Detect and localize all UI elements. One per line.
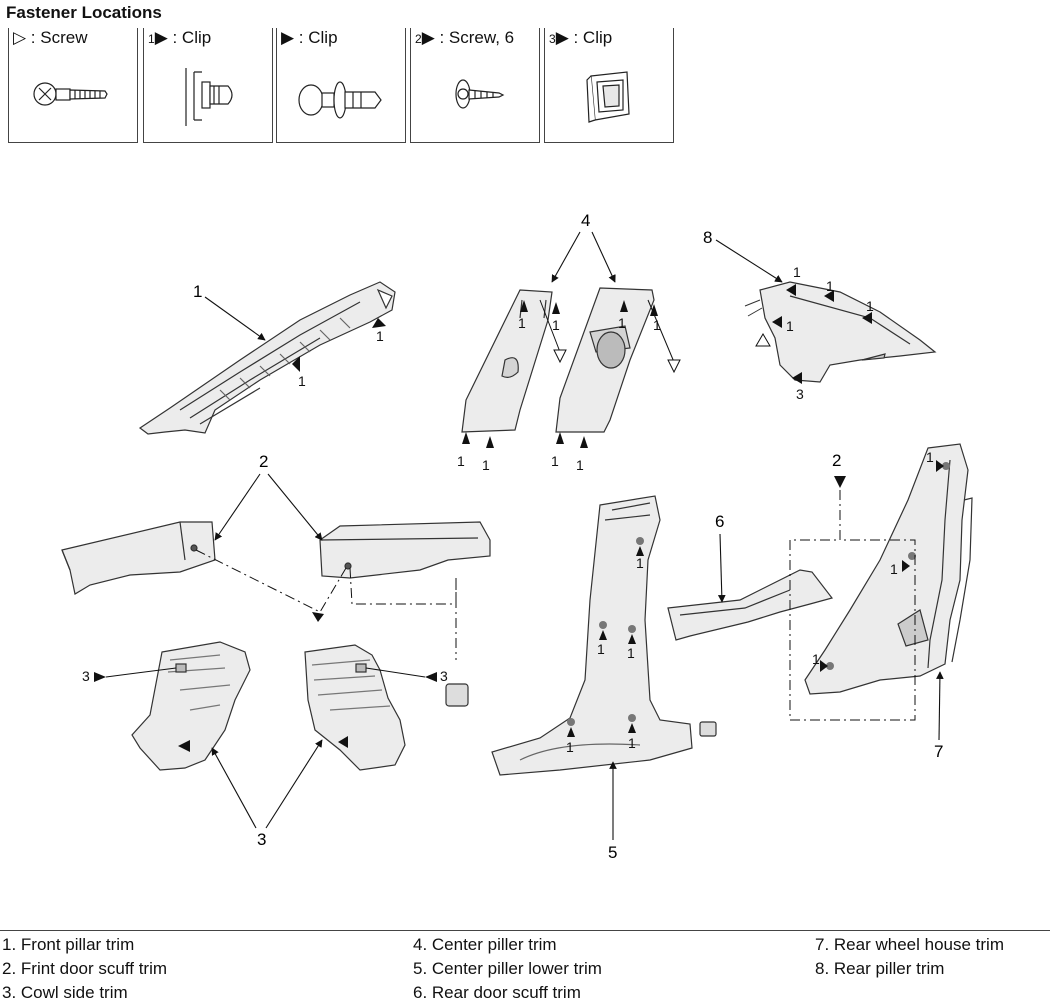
- part-item: 3. Cowl side trim: [2, 983, 128, 1002]
- svg-text:5: 5: [608, 843, 617, 862]
- part-item: 4. Center piller trim: [413, 935, 557, 954]
- callout-3-cowl-side: 3: [211, 739, 323, 849]
- svg-text:1: 1: [576, 457, 584, 473]
- svg-text:2: 2: [259, 452, 268, 471]
- callout-7-rear-wheel-house: 7: [934, 671, 944, 761]
- svg-text:1: 1: [376, 328, 384, 344]
- svg-text:1: 1: [566, 739, 574, 755]
- parts-list-column-1: 1. Front pillar trim 2. Frint door scuff…: [2, 933, 167, 1005]
- screw-icon: [33, 82, 108, 106]
- svg-text:7: 7: [934, 742, 943, 761]
- svg-text:1: 1: [482, 457, 490, 473]
- svg-text:1: 1: [551, 453, 559, 469]
- clip-in-panel-icon: [185, 68, 233, 126]
- legend-cell-screw: ▷ : Screw: [8, 28, 138, 143]
- center-pillar-trim: [461, 287, 655, 433]
- part-item: 7. Rear wheel house trim: [815, 935, 1004, 954]
- part-item: 1. Front pillar trim: [2, 935, 135, 954]
- clip-markers-front-pillar: 1 1: [292, 318, 386, 389]
- svg-text:1: 1: [298, 373, 306, 389]
- clip-markers-center-pillar-lower: 1 1 1 1 1: [566, 537, 644, 755]
- svg-text:1: 1: [812, 651, 820, 667]
- clip-symbol-icon: ▶: [421, 28, 435, 47]
- rear-door-scuff-trim: [667, 569, 834, 641]
- parts-list-column-3: 7. Rear wheel house trim 8. Rear piller …: [815, 933, 1004, 981]
- clip-symbol-icon: ▶: [281, 28, 295, 47]
- clip-markers-cowl-side: 3 3: [82, 667, 448, 752]
- svg-text:1: 1: [518, 315, 526, 331]
- callout-1-front-pillar: 1: [193, 282, 266, 341]
- callout-8-rear-pillar: 8: [703, 228, 783, 283]
- svg-text:3: 3: [82, 668, 90, 684]
- legend-cell-screw-6: 2▶ : Screw, 6: [410, 28, 540, 143]
- clip-symbol-icon: ▶: [154, 28, 168, 47]
- svg-text:1: 1: [618, 315, 626, 331]
- svg-text:1: 1: [457, 453, 465, 469]
- svg-text:1: 1: [653, 317, 661, 333]
- svg-text:1: 1: [826, 278, 834, 294]
- svg-text:1: 1: [926, 449, 934, 465]
- callout-5-center-pillar-lower: 5: [608, 761, 617, 862]
- part-item: 5. Center piller lower trim: [413, 959, 602, 978]
- svg-text:1: 1: [193, 282, 202, 301]
- center-pillar-lower-trim: [491, 495, 717, 776]
- callout-6-rear-door-scuff: 6: [715, 512, 726, 603]
- part-item: 8. Rear piller trim: [815, 959, 945, 978]
- cowl-side-trim: [131, 641, 469, 771]
- svg-text:3: 3: [440, 668, 448, 684]
- svg-text:3: 3: [257, 830, 266, 849]
- clip-symbol-icon: ▶: [555, 28, 569, 47]
- rear-wheel-house-trim: [804, 443, 973, 695]
- svg-text:8: 8: [703, 228, 712, 247]
- screw-symbol-icon: ▷: [13, 28, 27, 47]
- clip-markers-center-pillar: 1 1 1 1 1 1 1 1: [457, 300, 661, 473]
- legend-divider: [0, 930, 1050, 931]
- parts-list-column-2: 4. Center piller trim 5. Center piller l…: [413, 933, 602, 1005]
- front-door-scuff-trim: [61, 521, 491, 595]
- callout-2-rear-scuff: 2: [789, 451, 916, 721]
- svg-text:1: 1: [890, 561, 898, 577]
- svg-text:1: 1: [866, 298, 874, 314]
- svg-text:3: 3: [796, 386, 804, 402]
- part-item: 2. Frint door scuff trim: [2, 959, 168, 978]
- tapping-screw-icon: [455, 79, 505, 109]
- clip-markers-rear-pillar: 1 1 1 1 3: [744, 264, 874, 402]
- legend-cell-clip-1: 1▶ : Clip: [143, 28, 273, 143]
- svg-text:1: 1: [636, 555, 644, 571]
- svg-text:1: 1: [597, 641, 605, 657]
- svg-text:1: 1: [552, 317, 560, 333]
- svg-text:1: 1: [793, 264, 801, 280]
- svg-text:4: 4: [581, 211, 590, 230]
- callout-4-center-pillar: 4: [539, 211, 681, 374]
- clip-markers-rear-wheel-house: 1 1 1: [812, 449, 950, 672]
- legend-cell-clip-2: ▶ : Clip: [276, 28, 406, 143]
- svg-text:2: 2: [832, 451, 841, 470]
- rear-pillar-trim: [759, 281, 937, 383]
- exploded-view-drawing: 1 1 1 4 1 1 1 1 1 1 1 1: [61, 211, 973, 862]
- svg-text:1: 1: [628, 735, 636, 751]
- legend-cell-clip-3: 3▶ : Clip: [544, 28, 674, 143]
- callout-2-front-door-scuff: 2: [195, 452, 457, 660]
- svg-text:1: 1: [627, 645, 635, 661]
- push-clip-icon: [298, 81, 382, 119]
- diagram-title: Fastener Locations: [6, 3, 162, 22]
- front-pillar-trim: [138, 281, 396, 435]
- svg-text:6: 6: [715, 512, 724, 531]
- svg-text:1: 1: [786, 318, 794, 334]
- part-item: 6. Rear door scuff trim: [413, 983, 581, 1002]
- square-clip-icon: [586, 71, 630, 123]
